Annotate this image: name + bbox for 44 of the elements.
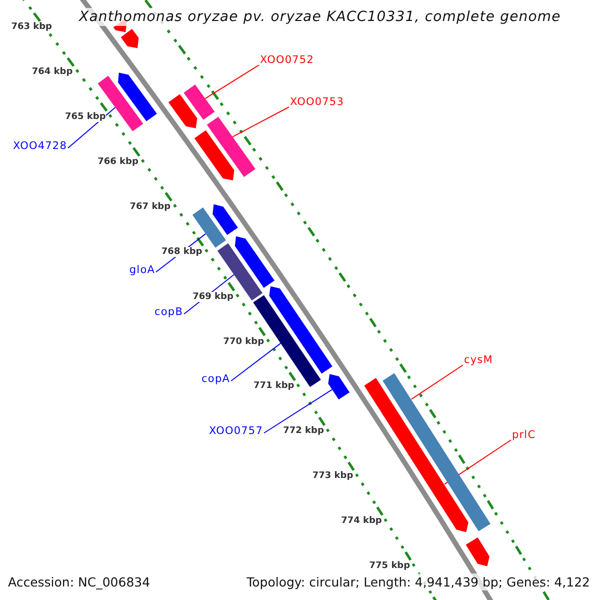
scale-label: 768 kbp bbox=[161, 246, 202, 257]
gene-label: XOO0753 bbox=[290, 96, 344, 108]
gene-feature bbox=[269, 286, 332, 374]
leader-line bbox=[232, 106, 290, 138]
leader-line bbox=[264, 389, 333, 434]
gene-feature bbox=[364, 378, 468, 532]
gene-feature bbox=[194, 130, 234, 180]
gene-feature bbox=[168, 94, 198, 128]
gene-label: gloA bbox=[129, 264, 155, 276]
gene-feature bbox=[118, 72, 157, 122]
scale-label: 773 kbp bbox=[312, 471, 354, 482]
scale-label: 770 kbp bbox=[223, 336, 264, 347]
gene-block bbox=[184, 84, 215, 120]
scale-label: 765 kbp bbox=[65, 112, 106, 122]
gene-label: XOO4728 bbox=[13, 140, 67, 152]
gene-block bbox=[382, 373, 490, 532]
scale-label: 764 kbp bbox=[32, 67, 73, 78]
scale-label: 771 kbp bbox=[253, 381, 294, 392]
gene-feature bbox=[120, 28, 139, 48]
gene-block bbox=[206, 116, 256, 177]
scale-label: 775 kbp bbox=[369, 561, 410, 572]
leader-line bbox=[410, 364, 464, 400]
gene-label: copB bbox=[154, 306, 183, 318]
gene-block bbox=[217, 243, 262, 300]
scale-label: 772 kbp bbox=[283, 426, 324, 436]
leader-line bbox=[204, 64, 260, 100]
footer-text: Topology: circular; Length: 4,941,439 bp; Genes: 4,122 bbox=[244, 574, 592, 590]
leader-line bbox=[68, 106, 116, 148]
gene-feature bbox=[212, 204, 238, 235]
leader-line bbox=[230, 342, 282, 382]
gene-label: prlC bbox=[512, 429, 536, 441]
gene-label: cysM bbox=[464, 354, 493, 366]
gene-block bbox=[192, 207, 226, 248]
gene-label: XOO0757 bbox=[209, 425, 263, 437]
gene-label: XOO0752 bbox=[260, 54, 314, 66]
scale-label: 767 kbp bbox=[130, 202, 171, 212]
gene-feature bbox=[234, 236, 274, 288]
scale-label: 763 kbp bbox=[11, 22, 52, 32]
gene-feature bbox=[328, 374, 350, 400]
scale-label: 766 kbp bbox=[98, 156, 138, 167]
scale-label: 769 kbp bbox=[192, 292, 234, 302]
gene-label: copA bbox=[202, 373, 230, 385]
scale-label: 774 kbp bbox=[341, 516, 382, 526]
gene-feature bbox=[466, 537, 490, 566]
